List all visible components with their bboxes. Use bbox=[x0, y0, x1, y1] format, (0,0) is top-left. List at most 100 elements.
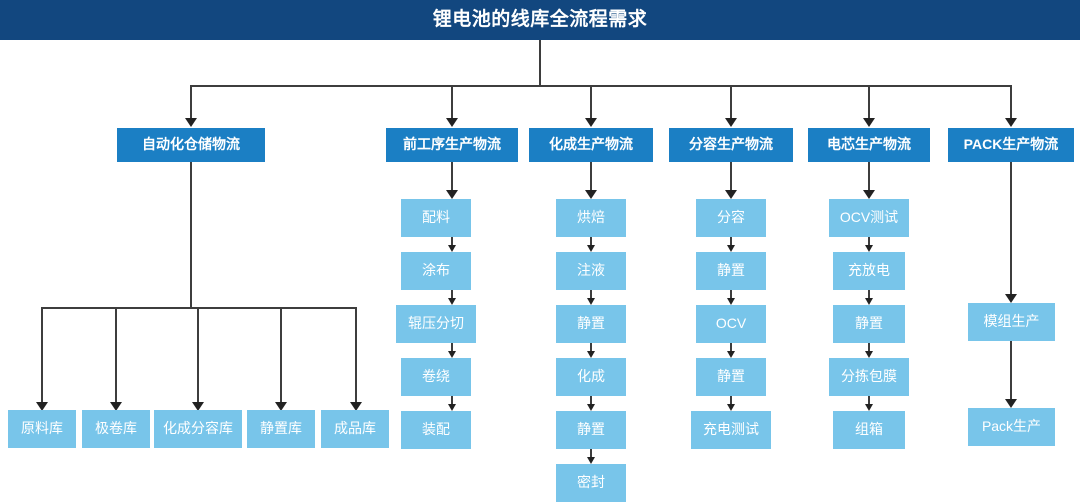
grading-arrow-3 bbox=[727, 351, 735, 358]
warehouse-leaf-3[interactable]: 化成分容库 bbox=[154, 410, 242, 448]
root-arrow-pack bbox=[1005, 118, 1017, 127]
branch-box-warehouse[interactable]: 自动化仓储物流 bbox=[117, 128, 265, 162]
grading-link-2 bbox=[730, 290, 732, 299]
formation-step-4[interactable]: 化成 bbox=[556, 358, 626, 396]
root-drop-pre-process bbox=[451, 85, 453, 118]
branch-box-cell[interactable]: 电芯生产物流 bbox=[808, 128, 930, 162]
pre-process-link-3 bbox=[451, 343, 453, 352]
pack-link-1 bbox=[1010, 341, 1012, 401]
grading-arrow-1 bbox=[727, 245, 735, 252]
root-arrow-pre-process bbox=[446, 118, 458, 127]
root-arrow-cell bbox=[863, 118, 875, 127]
warehouse-stem bbox=[190, 162, 192, 308]
formation-step-6[interactable]: 密封 bbox=[556, 464, 626, 502]
warehouse-leaf-1[interactable]: 原料库 bbox=[8, 410, 76, 448]
pre-process-arrow-3 bbox=[448, 351, 456, 358]
cell-step-2[interactable]: 充放电 bbox=[833, 252, 905, 290]
grading-arrow-2 bbox=[727, 298, 735, 305]
root-drop-cell bbox=[868, 85, 870, 118]
pre-process-step-3[interactable]: 辊压分切 bbox=[396, 305, 476, 343]
formation-link-4 bbox=[590, 396, 592, 405]
warehouse-drop-4 bbox=[280, 307, 282, 403]
cell-step-3[interactable]: 静置 bbox=[833, 305, 905, 343]
cell-link-1 bbox=[868, 237, 870, 246]
warehouse-drop-5 bbox=[355, 307, 357, 403]
formation-arrow-1 bbox=[587, 245, 595, 252]
root-bus bbox=[190, 85, 1012, 87]
root-arrow-grading bbox=[725, 118, 737, 127]
grading-arrow-4 bbox=[727, 404, 735, 411]
pre-process-arrow-2 bbox=[448, 298, 456, 305]
pre-process-step-2[interactable]: 涂布 bbox=[401, 252, 471, 290]
cell-step-5[interactable]: 组箱 bbox=[833, 411, 905, 449]
root-drop-warehouse bbox=[190, 85, 192, 118]
warehouse-arrow-2 bbox=[110, 402, 122, 411]
pack-arrow-1 bbox=[1005, 399, 1017, 408]
root-drop-pack bbox=[1010, 85, 1012, 118]
pack-stem bbox=[1010, 162, 1012, 295]
grading-step-3[interactable]: OCV bbox=[696, 305, 766, 343]
pack-step-2[interactable]: Pack生产 bbox=[968, 408, 1055, 446]
cell-arrow-2 bbox=[865, 298, 873, 305]
formation-link-2 bbox=[590, 290, 592, 299]
formation-link-5 bbox=[590, 449, 592, 458]
pre-process-step-1[interactable]: 配料 bbox=[401, 199, 471, 237]
formation-step-1[interactable]: 烘焙 bbox=[556, 199, 626, 237]
formation-arrow-2 bbox=[587, 298, 595, 305]
formation-arrow-5 bbox=[587, 457, 595, 464]
title-bar bbox=[0, 0, 1080, 40]
grading-step-1[interactable]: 分容 bbox=[696, 199, 766, 237]
grading-link-4 bbox=[730, 396, 732, 405]
grading-step-4[interactable]: 静置 bbox=[696, 358, 766, 396]
root-drop-grading bbox=[730, 85, 732, 118]
grading-link-3 bbox=[730, 343, 732, 352]
branch-box-pack[interactable]: PACK生产物流 bbox=[948, 128, 1074, 162]
pre-process-link-1 bbox=[451, 237, 453, 246]
pre-process-arrow-0 bbox=[446, 190, 458, 199]
formation-arrow-3 bbox=[587, 351, 595, 358]
root-drop-formation bbox=[590, 85, 592, 118]
warehouse-arrow-5 bbox=[350, 402, 362, 411]
grading-link-1 bbox=[730, 237, 732, 246]
cell-arrow-3 bbox=[865, 351, 873, 358]
root-arrow-warehouse bbox=[185, 118, 197, 127]
pre-process-link-2 bbox=[451, 290, 453, 299]
cell-link-3 bbox=[868, 343, 870, 352]
branch-box-grading[interactable]: 分容生产物流 bbox=[669, 128, 793, 162]
pre-process-arrow-4 bbox=[448, 404, 456, 411]
warehouse-drop-2 bbox=[115, 307, 117, 403]
formation-link-1 bbox=[590, 237, 592, 246]
formation-step-5[interactable]: 静置 bbox=[556, 411, 626, 449]
pre-process-arrow-1 bbox=[448, 245, 456, 252]
pre-process-link-4 bbox=[451, 396, 453, 405]
cell-step-1[interactable]: OCV测试 bbox=[829, 199, 909, 237]
root-stem bbox=[539, 40, 541, 86]
grading-step-2[interactable]: 静置 bbox=[696, 252, 766, 290]
formation-step-3[interactable]: 静置 bbox=[556, 305, 626, 343]
branch-box-formation[interactable]: 化成生产物流 bbox=[529, 128, 653, 162]
page-title: 锂电池的线库全流程需求 bbox=[432, 9, 648, 30]
formation-link-3 bbox=[590, 343, 592, 352]
warehouse-leaf-5[interactable]: 成品库 bbox=[321, 410, 389, 448]
pack-arrow-0 bbox=[1005, 294, 1017, 303]
pre-process-stem bbox=[451, 162, 453, 191]
warehouse-arrow-4 bbox=[275, 402, 287, 411]
grading-step-5[interactable]: 充电测试 bbox=[691, 411, 771, 449]
pre-process-step-4[interactable]: 卷绕 bbox=[401, 358, 471, 396]
warehouse-arrow-3 bbox=[192, 402, 204, 411]
warehouse-drop-1 bbox=[41, 307, 43, 403]
branch-box-pre-process[interactable]: 前工序生产物流 bbox=[386, 128, 518, 162]
cell-link-2 bbox=[868, 290, 870, 299]
pre-process-step-5[interactable]: 装配 bbox=[401, 411, 471, 449]
warehouse-leaf-4[interactable]: 静置库 bbox=[247, 410, 315, 448]
formation-arrow-0 bbox=[585, 190, 597, 199]
pack-step-1[interactable]: 模组生产 bbox=[968, 303, 1055, 341]
warehouse-drop-3 bbox=[197, 307, 199, 403]
warehouse-leaf-2[interactable]: 极卷库 bbox=[82, 410, 150, 448]
cell-step-4[interactable]: 分拣包膜 bbox=[829, 358, 909, 396]
formation-step-2[interactable]: 注液 bbox=[556, 252, 626, 290]
cell-stem bbox=[868, 162, 870, 191]
cell-arrow-4 bbox=[865, 404, 873, 411]
formation-arrow-4 bbox=[587, 404, 595, 411]
